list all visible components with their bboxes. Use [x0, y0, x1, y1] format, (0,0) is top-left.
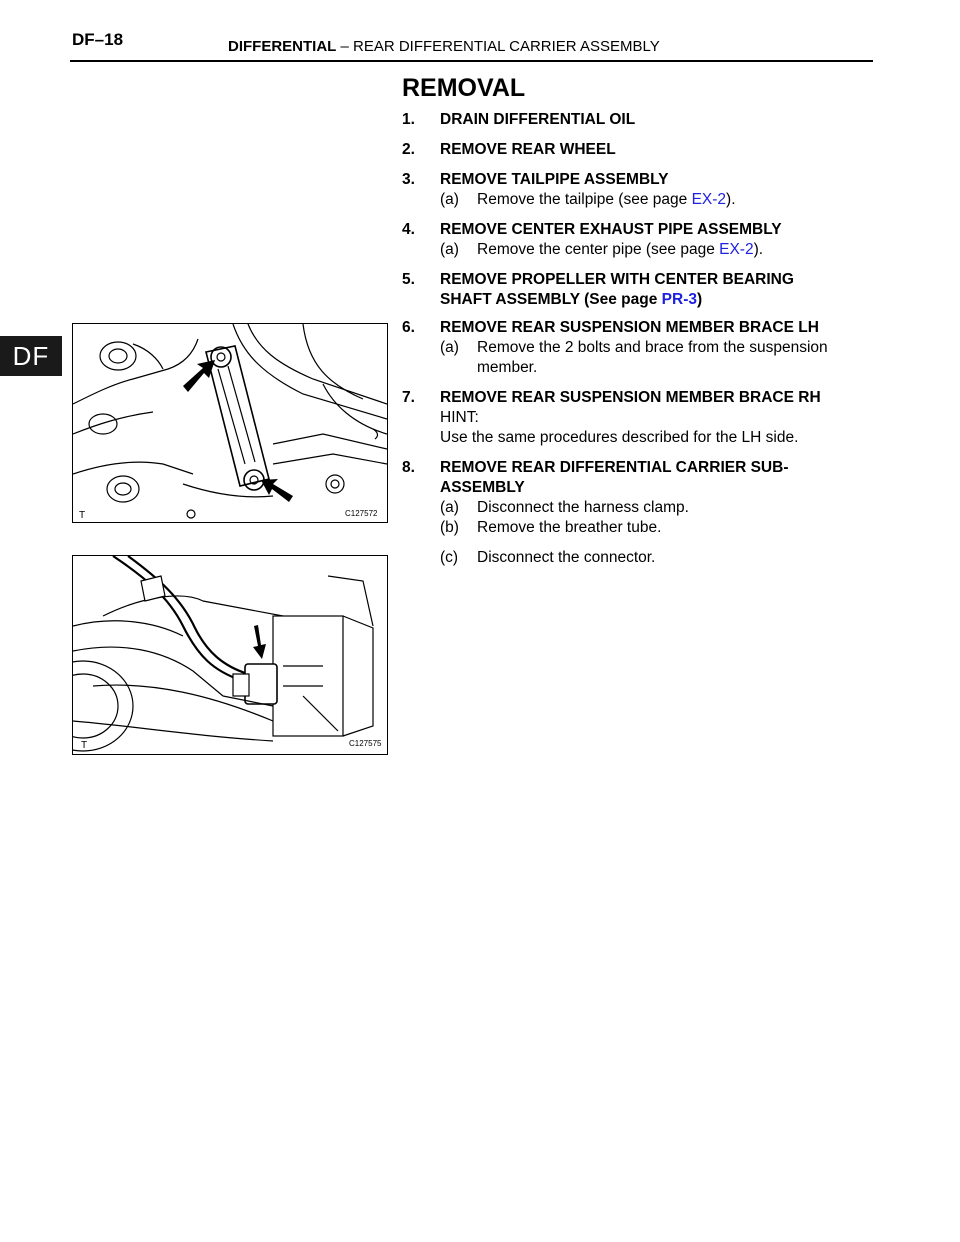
step-text: REMOVE REAR SUSPENSION MEMBER BRACE LH [440, 319, 819, 336]
step-number: 3. [402, 171, 415, 188]
page-number: DF–18 [72, 30, 124, 49]
step-text: REMOVE REAR WHEEL [440, 141, 616, 158]
sub-label: (a) [440, 339, 459, 356]
header-title-rest: – REAR DIFFERENTIAL CARRIER ASSEMBLY [336, 38, 660, 55]
step-number: 8. [402, 459, 415, 476]
step-number: 1. [402, 111, 415, 128]
sub-text-after: ). [726, 191, 736, 208]
step-text-line1: REMOVE REAR DIFFERENTIAL CARRIER SUB- [440, 459, 789, 476]
figure-code: C127575 [349, 739, 382, 748]
step-8: 8. REMOVE REAR DIFFERENTIAL CARRIER SUB- A… [402, 458, 788, 496]
sub-text: Remove the center pipe (see page [477, 241, 720, 258]
step-text: REMOVE CENTER EXHAUST PIPE ASSEMBLY [440, 221, 782, 238]
sub-label: (c) [440, 549, 459, 566]
connector-illustration: T C127575 [73, 556, 382, 752]
page-link-pr-3[interactable]: PR-3 [661, 291, 697, 308]
figure-code: C127572 [345, 509, 378, 518]
step-5: 5. REMOVE PROPELLER WITH CENTER BEARING SH… [402, 270, 794, 308]
sub-text-after: ). [753, 241, 764, 258]
step-number: 5. [402, 271, 415, 288]
sub-text: Remove the 2 bolts and brace from the su… [477, 339, 828, 356]
step-3-sub-a: (a) Remove the tailpipe (see page EX-2). [440, 190, 870, 210]
step-text-line2: SHAFT ASSEMBLY (See page [440, 291, 662, 308]
page-link-ex-2[interactable]: EX-2 [719, 241, 754, 258]
header-title-bold: DIFFERENTIAL [228, 38, 337, 55]
sub-text: Disconnect the connector. [477, 549, 656, 566]
step-text-line2: ASSEMBLY [440, 479, 525, 496]
step-text: REMOVE REAR SUSPENSION MEMBER BRACE RH [440, 389, 821, 406]
suspension-brace-illustration: T C127572 [73, 324, 387, 521]
step-4: 4. REMOVE CENTER EXHAUST PIPE ASSEMBLY [402, 220, 782, 240]
sub-text: Remove the breather tube. [477, 519, 662, 536]
step-number: 4. [402, 221, 415, 238]
hint-label: HINT: [440, 409, 479, 426]
sub-text-continued: member. [477, 359, 538, 376]
step-text-line1: REMOVE PROPELLER WITH CENTER BEARING [440, 271, 794, 288]
step-text-after: ) [696, 291, 703, 308]
step-number: 6. [402, 319, 415, 336]
header-rule [70, 60, 873, 62]
figure-connector: T C127575 [72, 555, 388, 755]
step-7: 7. REMOVE REAR SUSPENSION MEMBER BRACE RH [402, 388, 821, 408]
figure-corner-mark: T [79, 510, 85, 521]
hint-text: Use the same procedures described for th… [440, 429, 799, 446]
step-text: REMOVE TAILPIPE ASSEMBLY [440, 171, 669, 188]
figure-suspension-brace: T C127572 [72, 323, 388, 523]
step-8-sub-c: (c) Disconnect the connector. [440, 548, 870, 568]
step-4-sub-a: (a) Remove the center pipe (see page EX-2… [440, 240, 870, 260]
step-3: 3. REMOVE TAILPIPE ASSEMBLY [402, 170, 669, 190]
sub-label: (a) [440, 241, 459, 258]
sub-text: Remove the tailpipe (see page [477, 191, 692, 208]
sub-label: (a) [440, 191, 459, 208]
step-6-sub-a: (a) Remove the 2 bolts and brace from the… [440, 338, 870, 378]
page-link-ex-2[interactable]: EX-2 [691, 191, 727, 208]
step-number: 7. [402, 389, 415, 406]
step-2: 2. REMOVE REAR WHEEL [402, 140, 616, 160]
side-tab: DF [0, 336, 62, 376]
header-title: DIFFERENTIAL – REAR DIFFERENTIAL CARRIER… [228, 38, 660, 55]
sub-label: (b) [440, 519, 459, 536]
step-text: DRAIN DIFFERENTIAL OIL [440, 111, 636, 128]
step-8-sub-a: (a) Disconnect the harness clamp. [440, 498, 870, 518]
step-number: 2. [402, 141, 415, 158]
section-title: REMOVAL [402, 74, 526, 102]
step-text: REMOVE REAR DIFFERENTIAL CARRIER SUB- ASS… [440, 458, 880, 498]
step-6: 6. REMOVE REAR SUSPENSION MEMBER BRACE LH [402, 318, 819, 338]
sub-label: (a) [440, 499, 459, 516]
step-text: REMOVE PROPELLER WITH CENTER BEARING SHAF… [440, 270, 880, 310]
sub-text: Disconnect the harness clamp. [477, 499, 689, 516]
figure-corner-mark: T [81, 740, 87, 751]
step-8-sub-b: (b) Remove the breather tube. [440, 518, 870, 538]
step-1: 1. DRAIN DIFFERENTIAL OIL [402, 110, 635, 130]
